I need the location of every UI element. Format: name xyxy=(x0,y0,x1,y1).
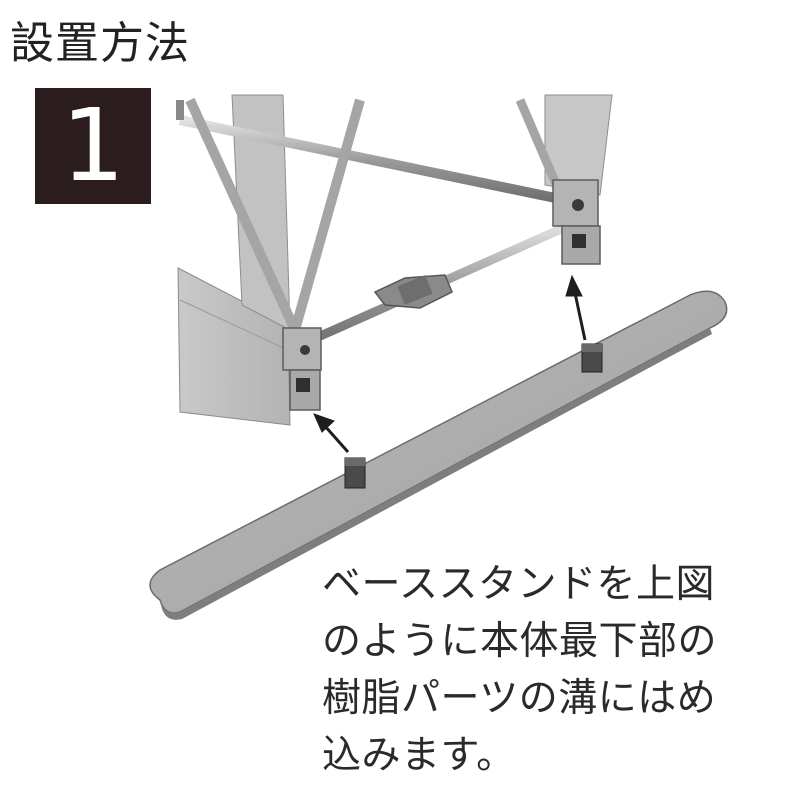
instruction-line: ベーススタンドを上図 xyxy=(322,562,716,607)
instruction-line: 込みます。 xyxy=(322,733,516,778)
insert-arrow-right xyxy=(565,274,587,341)
rod-clamp xyxy=(373,274,453,309)
instruction-line: 樹脂パーツの溝にはめ xyxy=(322,676,717,721)
insert-arrow-left xyxy=(313,413,350,453)
page-title: 設置方法 xyxy=(10,18,190,69)
resin-connector-left xyxy=(282,327,322,411)
resin-connector-right xyxy=(552,179,601,265)
step-number-badge: 1 xyxy=(35,88,151,204)
instruction-text: ベーススタンドを上図 のように本体最下部の 樹脂パーツの溝にはめ 込みます。 xyxy=(322,556,792,784)
base-peg-right xyxy=(581,343,603,373)
base-peg-left xyxy=(344,457,366,489)
banner-fabric xyxy=(177,94,613,426)
instruction-line: のように本体最下部の xyxy=(322,619,718,664)
